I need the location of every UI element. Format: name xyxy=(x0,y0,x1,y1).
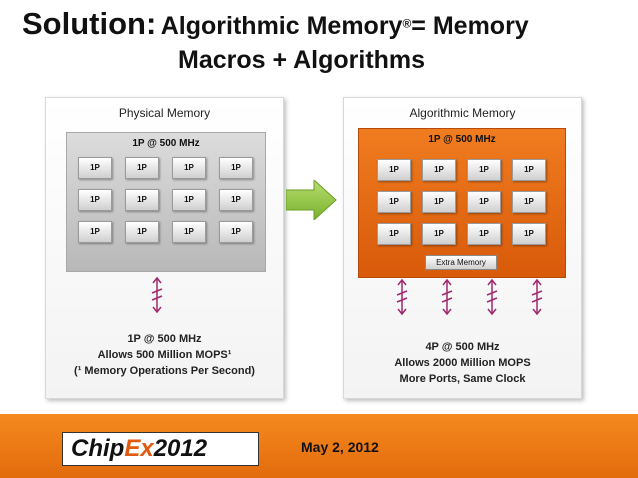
memory-cell: 1P xyxy=(377,191,411,213)
panel-title-physical: Physical Memory xyxy=(118,106,211,120)
title-line2: Macros + Algorithms xyxy=(178,46,426,74)
logo-part2: Ex xyxy=(124,435,154,462)
slide-date: May 2, 2012 xyxy=(301,439,379,455)
memory-cell: 1P xyxy=(219,221,253,243)
memory-cell: 1P xyxy=(78,157,112,179)
memory-cell: 1P xyxy=(219,189,253,211)
memory-cell: 1P xyxy=(125,221,159,243)
memory-cell: 1P xyxy=(172,221,206,243)
logo-year: 2012 xyxy=(153,435,208,462)
memory-cell: 1P xyxy=(467,223,501,245)
physical-memory-chip: 1P @ 500 MHz 1P 1P 1P 1P 1P 1P 1P 1P 1P … xyxy=(66,132,266,272)
memory-cell: 1P xyxy=(422,159,456,181)
registered-mark: ® xyxy=(402,16,412,31)
algorithmic-info-line3: More Ports, Same Clock xyxy=(399,373,526,385)
logo-part1: Chip xyxy=(71,435,125,462)
port-arrow-icon xyxy=(396,278,408,316)
memory-cell: 1P xyxy=(377,223,411,245)
memory-cell: 1P xyxy=(512,223,546,245)
physical-info-line3: (¹ Memory Operations Per Second) xyxy=(74,365,255,377)
algorithmic-memory-panel: Algorithmic Memory 1P @ 500 MHz 1P 1P 1P… xyxy=(343,97,582,399)
memory-cell: 1P xyxy=(172,157,206,179)
title-line1: Algorithmic Memory xyxy=(160,12,403,40)
memory-cell: 1P xyxy=(422,223,456,245)
memory-cell: 1P xyxy=(125,189,159,211)
memory-cell: 1P xyxy=(512,159,546,181)
physical-memory-panel: Physical Memory 1P @ 500 MHz 1P 1P 1P 1P… xyxy=(45,97,284,399)
memory-cell: 1P xyxy=(422,191,456,213)
memory-cell: 1P xyxy=(78,189,112,211)
extra-memory-block: Extra Memory xyxy=(425,255,497,270)
memory-cell: 1P xyxy=(219,157,253,179)
chipex-logo: ChipEx2012 xyxy=(62,432,259,466)
algorithmic-info-line2: Allows 2000 Million MOPS xyxy=(394,357,531,369)
memory-cell: 1P xyxy=(78,221,112,243)
algorithmic-info-line1: 4P @ 500 MHz xyxy=(425,341,500,353)
port-arrow-icon xyxy=(151,276,163,314)
memory-cell: 1P xyxy=(172,189,206,211)
port-arrow-icon xyxy=(531,278,543,316)
panel-title-algorithmic: Algorithmic Memory xyxy=(409,106,516,120)
port-arrow-icon xyxy=(441,278,453,316)
memory-cell: 1P xyxy=(512,191,546,213)
port-arrow-icon xyxy=(486,278,498,316)
physical-info-line2: Allows 500 Million MOPS¹ xyxy=(97,349,232,361)
green-arrow-icon xyxy=(286,180,337,220)
chip-label: 1P @ 500 MHz xyxy=(132,138,200,149)
memory-cell: 1P xyxy=(377,159,411,181)
physical-info-line1: 1P @ 500 MHz xyxy=(127,333,202,345)
chip-label: 1P @ 500 MHz xyxy=(428,134,496,145)
memory-cell: 1P xyxy=(467,159,501,181)
title-solution: Solution: xyxy=(22,6,157,41)
title-line1-tail: = Memory xyxy=(411,12,529,40)
memory-cell: 1P xyxy=(467,191,501,213)
memory-cell: 1P xyxy=(125,157,159,179)
algorithmic-memory-chip: 1P @ 500 MHz 1P 1P 1P 1P 1P 1P 1P 1P 1P … xyxy=(358,128,566,278)
